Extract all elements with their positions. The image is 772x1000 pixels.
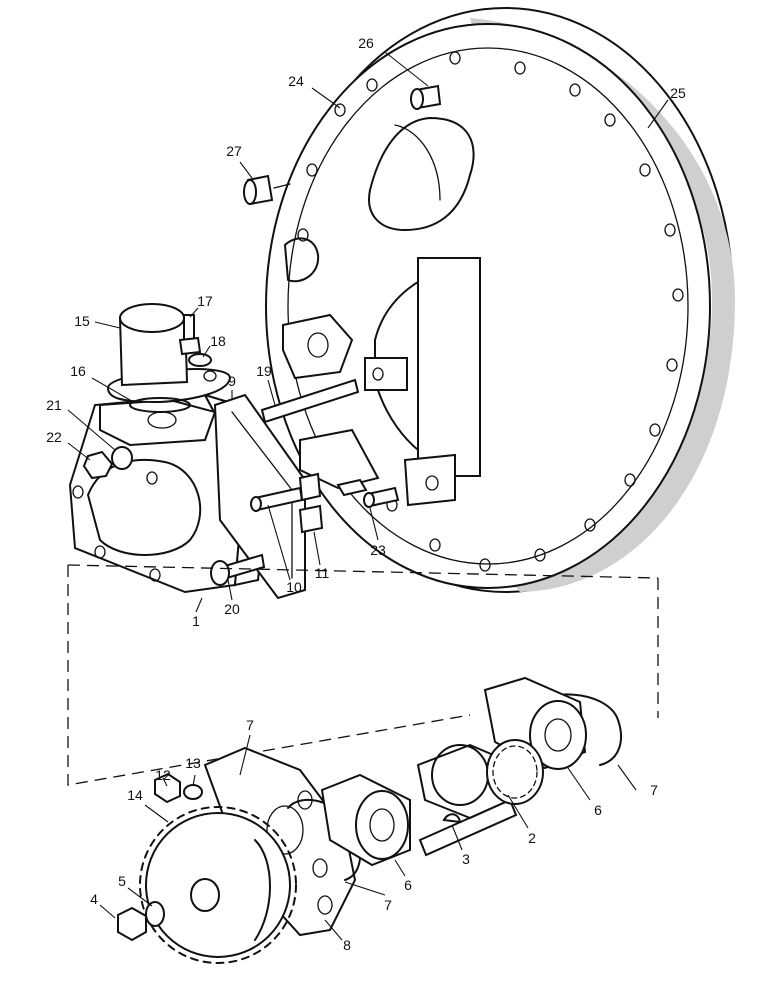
callout-25: 25 [670,85,686,101]
callout-17: 17 [197,293,213,309]
callout-5: 5 [118,873,126,889]
callout-15: 15 [74,313,90,329]
callout-20: 20 [224,601,240,617]
callout-7a: 7 [384,897,392,913]
housing-left-slot [284,237,320,283]
callout-3: 3 [462,851,470,867]
housing-upper-pad [282,313,354,380]
callout-24: 24 [288,73,304,89]
key-11 [298,472,324,534]
woodruff-key-3 [442,813,462,824]
callout-7b: 7 [246,717,254,733]
assembly-dashed-top [67,564,659,579]
bolt-20 [210,553,266,586]
washer-18 [188,353,212,367]
callout-26: 26 [358,35,374,51]
callout-4: 4 [90,891,98,907]
callout-11: 11 [315,565,330,581]
drive-shaft [418,798,518,857]
nut-12 [154,772,181,804]
callout-14: 14 [127,787,143,803]
callout-19: 19 [256,363,272,379]
pump-gears-2 [417,739,544,819]
callout-23: 23 [370,542,386,558]
callout-8: 8 [343,937,351,953]
leader-lines [67,51,669,941]
washer-13 [183,784,203,800]
callout-16: 16 [70,363,86,379]
callout-7c: 7 [650,782,658,798]
bolt-17 [178,314,202,356]
callout-21: 21 [46,397,62,413]
callout-labels: 1 2 3 4 5 6 6 7 7 7 8 9 10 11 12 13 14 1… [46,35,686,953]
callout-13: 13 [185,755,201,771]
housing-center-bar [417,257,481,477]
callout-18: 18 [210,333,226,349]
callout-22: 22 [46,429,62,445]
housing-plate [265,7,735,593]
pump-body-top-face [99,398,217,447]
housing-lower-lug [403,453,456,507]
dowel-23 [336,478,400,508]
drive-gear-14 [139,806,297,964]
stud-19 [260,378,360,424]
bush-6-left [320,773,411,867]
callout-12: 12 [155,767,171,783]
o-ring-16 [129,397,191,413]
nut-22 [82,450,114,480]
callout-10: 10 [286,579,302,595]
cover-15 [106,303,232,404]
callout-27: 27 [226,143,242,159]
housing-upper-aperture [368,117,475,231]
dowel-27 [243,174,291,206]
callout-6a: 6 [404,877,412,893]
housing-inner-ring [287,47,689,565]
washer-21 [111,446,133,470]
housing-aperture-edge [394,124,441,201]
assembly-dashed-bracket [67,565,659,786]
housing-right-lug [364,357,408,391]
nut-4 [117,906,147,942]
callout-1: 1 [192,613,200,629]
callout-9: 9 [228,373,236,389]
callout-2: 2 [528,830,536,846]
housing-flange-face [265,23,711,589]
washer-5 [145,901,165,927]
housing-bolt-holes [297,51,684,572]
callout-6b: 6 [594,802,602,818]
stud-26 [410,84,442,110]
